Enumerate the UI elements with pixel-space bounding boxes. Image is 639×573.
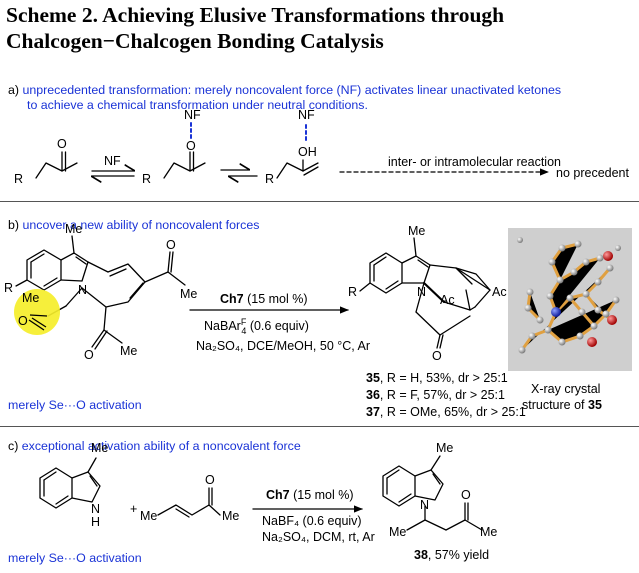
a-r-label-2: R <box>142 172 151 186</box>
xray-crystal-structure-image <box>508 228 632 371</box>
equilibrium-arrow-nf <box>92 171 134 176</box>
c-h-label: H <box>91 515 100 529</box>
b-r-label-1: R <box>4 281 13 295</box>
b-product-r-label: R <box>348 285 357 299</box>
c-product-n-label: N <box>420 498 429 512</box>
b-me-label-4: Me <box>120 344 137 358</box>
a-o-label-2: O <box>186 139 196 153</box>
a-oh-label: OH <box>298 145 317 159</box>
a-nf-label-1: NF <box>184 108 201 122</box>
b-result-35: 35, R = H, 53%, dr > 25:1 <box>366 371 508 385</box>
b-o-label-2: O <box>166 238 176 252</box>
c-product-me-label-2: Me <box>389 525 406 539</box>
a-reaction-label: inter- or intramolecular reaction <box>388 155 561 169</box>
c-me-label-1: Me <box>91 441 108 455</box>
enol-nf-complex <box>276 121 319 179</box>
section-a-line1: unprecedented transformation: merely non… <box>22 83 562 97</box>
b-catalyst-label: Ch7 (15 mol %) <box>220 292 308 306</box>
section-c-prefix: c) <box>8 439 22 453</box>
b-xray-caption-1: X-ray crystal <box>531 382 600 396</box>
c-product-o-label: O <box>461 488 471 502</box>
scheme-title-line2: Chalcogen−Chalcogen Bonding Catalysis <box>6 29 384 53</box>
c-plus-sign: + <box>130 502 137 516</box>
b-o-label-1: O <box>18 314 28 328</box>
a-no-precedent-label: no precedent <box>556 166 630 180</box>
c-product-yield: 38, 57% yield <box>414 548 489 562</box>
section-a-description: a) unprecedented transformation: merely … <box>8 83 638 98</box>
b-o-label-3: O <box>84 348 94 362</box>
a-o-label-1: O <box>57 137 67 151</box>
a-r-label-1: R <box>14 172 23 186</box>
b-product-ac-label-1: Ac <box>440 293 455 307</box>
c-condition-2: Na₂SO₄, DCM, rt, Ar <box>262 530 375 544</box>
c-product-me-label-3: Me <box>480 525 497 539</box>
b-n-label-1: N <box>78 283 87 297</box>
ketone-nf-complex <box>163 121 206 179</box>
section-b-activation-note: merely Se···O activation <box>8 398 142 412</box>
a-r-label-3: R <box>265 172 274 186</box>
section-c-heading-text: exceptional activation ability of a nonc… <box>21 439 301 453</box>
b-result-37: 37, R = OMe, 65%, dr > 25:1 <box>366 405 526 419</box>
section-b-prefix: b) <box>8 218 23 232</box>
c-condition-1: NaBF₄ (0.6 equiv) <box>262 514 362 528</box>
b-me-label-2: Me <box>22 291 39 305</box>
b-product-o-label: O <box>432 349 442 363</box>
section-b-heading-text: uncover a new ability of noncovalent for… <box>22 218 260 232</box>
c-o-label: O <box>205 473 215 487</box>
b-condition-2: Na₂SO₄, DCE/MeOH, 50 °C, Ar <box>196 339 370 353</box>
b-product-ac-label-2: Ac <box>492 285 507 299</box>
c-me-label-2: Me <box>140 509 157 523</box>
b-me-label-3: Me <box>180 287 197 301</box>
b-result-36: 36, R = F, 57%, dr > 25:1 <box>366 388 505 402</box>
c-nh-label: N <box>91 502 100 516</box>
scheme-title-line1: Scheme 2. Achieving Elusive Transformati… <box>6 3 505 27</box>
c-catalyst-label: Ch7 (15 mol %) <box>266 488 354 502</box>
ketone-structure-1 <box>35 151 78 179</box>
section-c-activation-note: merely Se···O activation <box>8 551 142 565</box>
b-xray-caption-2: structure of 35 <box>522 398 602 412</box>
indole-substrate-structure <box>15 235 186 350</box>
section-b-heading: b) uncover a new ability of noncovalent … <box>8 218 259 233</box>
divider-b-c <box>0 426 639 427</box>
pentenone-structure <box>157 487 221 518</box>
cyclized-product-structure <box>359 237 491 349</box>
b-product-me-label: Me <box>408 224 425 238</box>
scheme-title: Scheme 2. Achieving Elusive Transformati… <box>6 2 636 54</box>
3-methylindole-structure <box>39 457 101 509</box>
b-me-label-1: Me <box>65 222 82 236</box>
divider-a-b <box>0 201 639 202</box>
c-product-me-label: Me <box>436 441 453 455</box>
a-nf-label-2: NF <box>298 108 315 122</box>
c-me-label-3: Me <box>222 509 239 523</box>
section-c-heading: c) exceptional activation ability of a n… <box>8 439 301 454</box>
tautomer-equilibrium-arrow <box>220 170 258 176</box>
b-product-n-label: N <box>417 285 426 299</box>
section-a-line2: to achieve a chemical transformation und… <box>27 98 368 112</box>
a-nf-arrow-label: NF <box>104 154 121 168</box>
section-a-prefix: a) <box>8 83 23 97</box>
product-38-structure <box>382 455 483 531</box>
carbonyl-highlight <box>14 289 60 335</box>
